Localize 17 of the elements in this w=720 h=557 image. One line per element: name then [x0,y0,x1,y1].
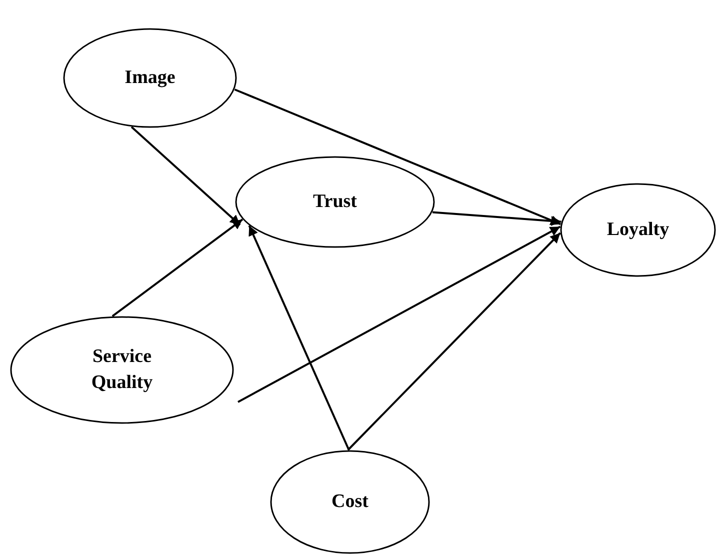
oval-node [270,450,430,554]
node-label: Cost [332,490,368,514]
arrow [234,88,561,226]
arrow [112,218,244,317]
oval-node [63,28,237,128]
oval-node [235,156,435,248]
oval-node [560,183,716,277]
oval-node [10,316,234,424]
arrow [432,211,562,226]
arrow [248,225,350,450]
arrow [238,226,561,403]
node-label: Service Quality [90,345,154,395]
arrow [347,232,561,451]
arrow [130,126,241,226]
node-label: Image [124,66,176,90]
node-label: Loyalty [606,218,670,242]
node-label: Trust [313,190,357,214]
